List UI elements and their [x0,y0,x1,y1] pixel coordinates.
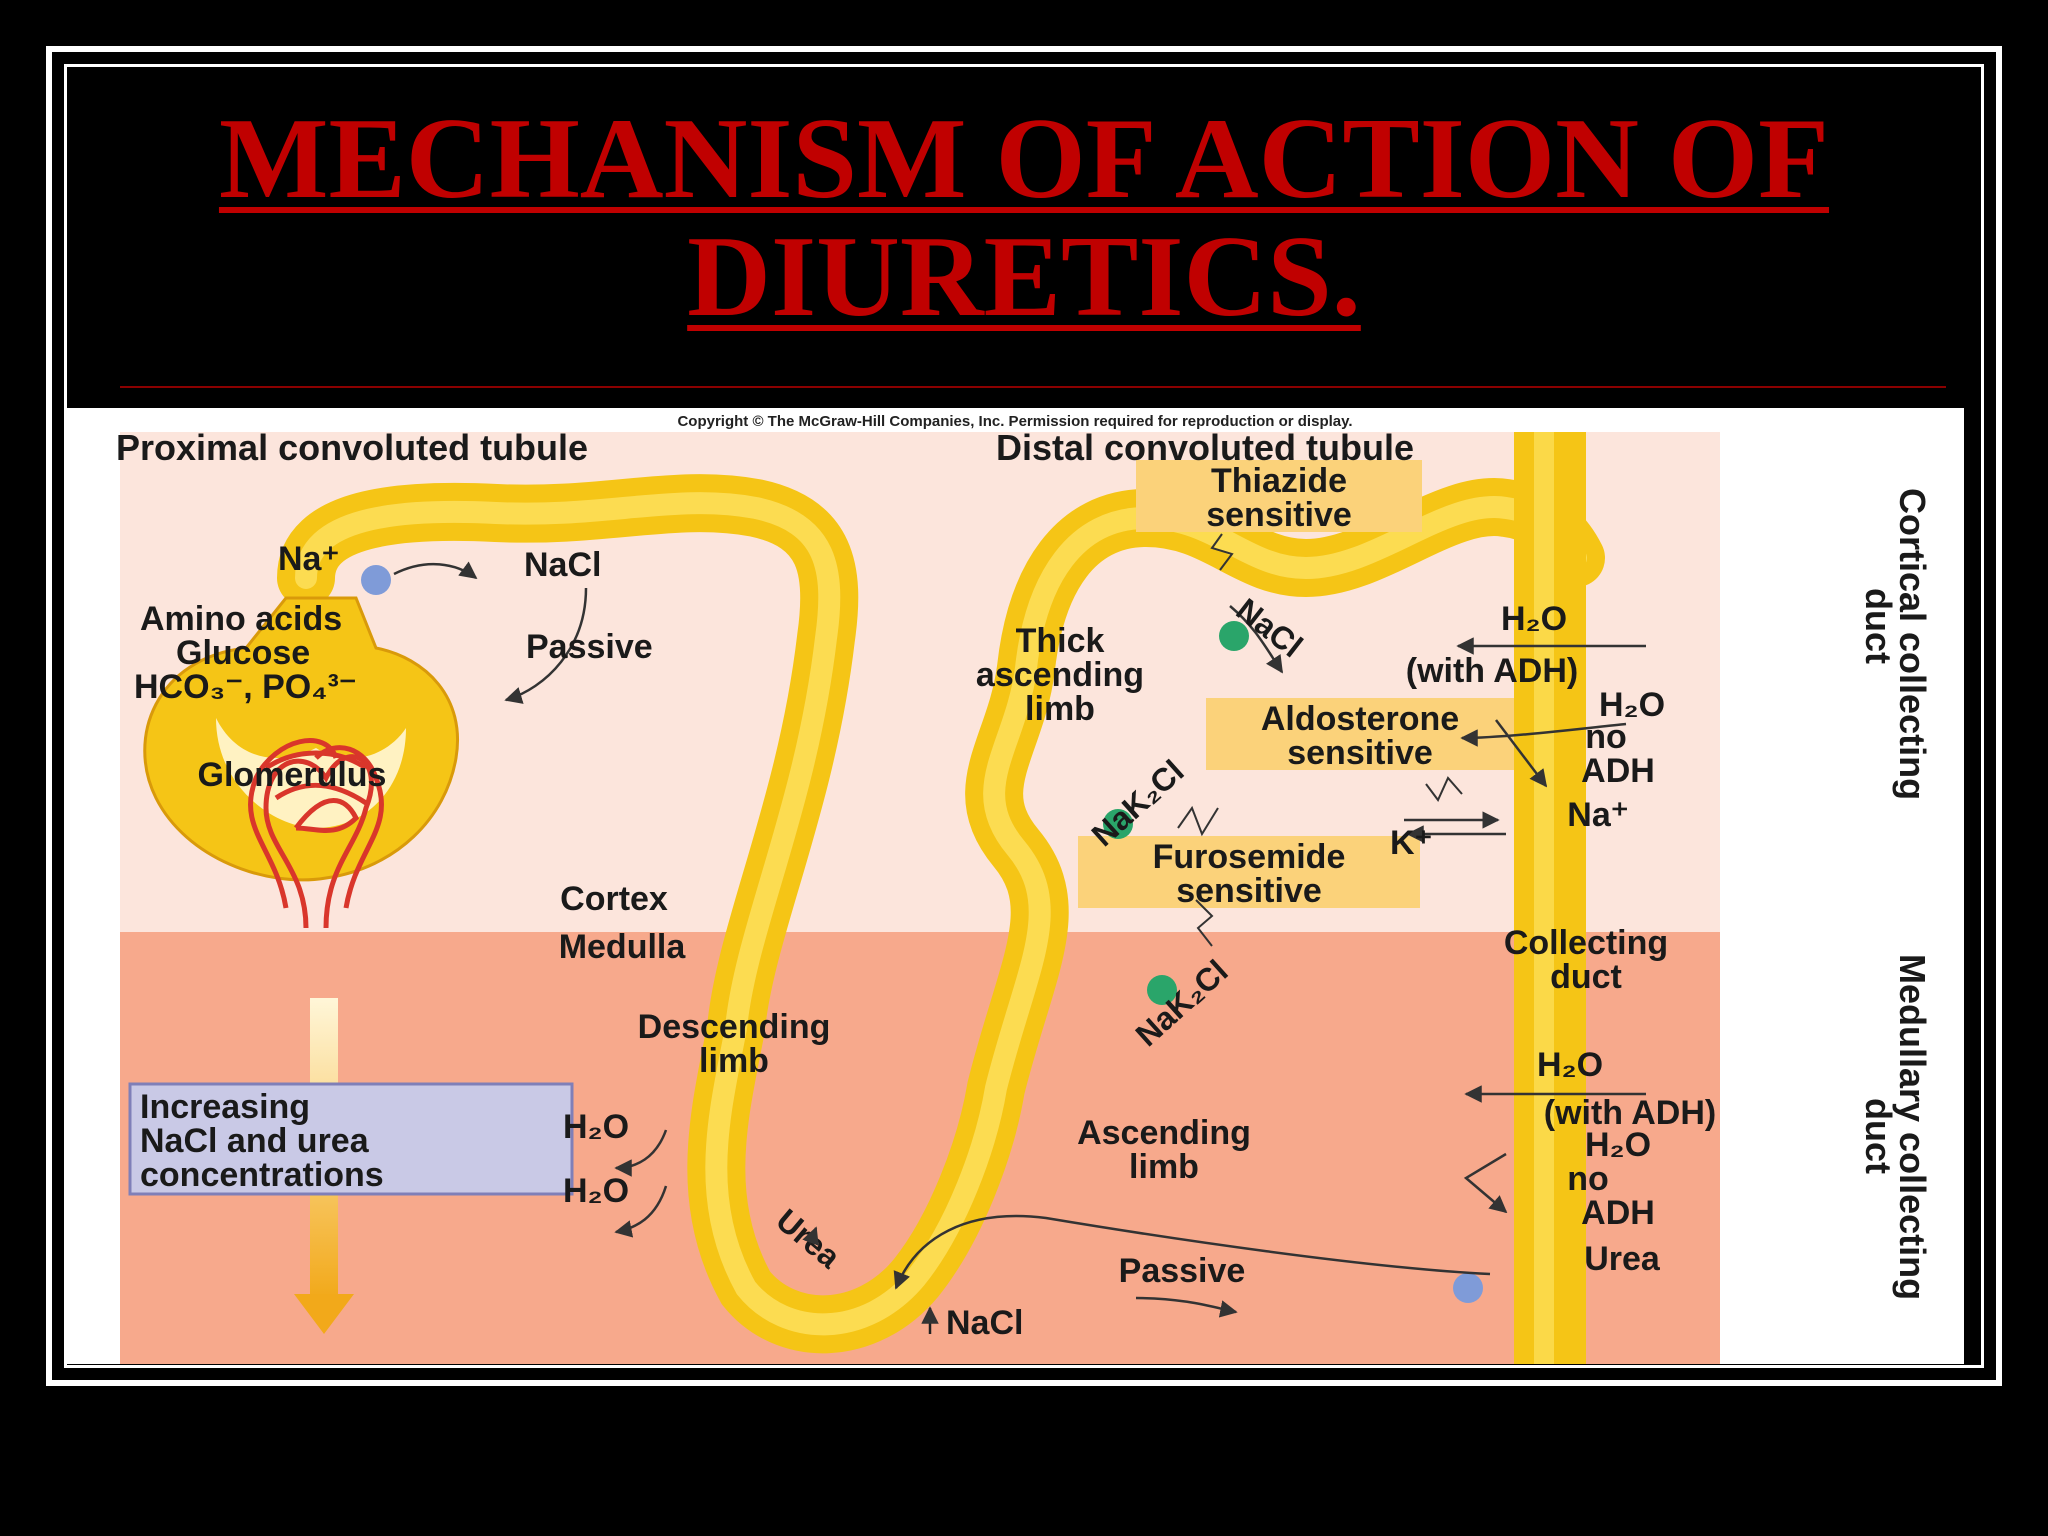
nephron-diagram: Copyright © The McGraw-Hill Companies, I… [116,413,1933,1364]
ion-nak2cl-2 [1147,975,1177,1005]
label-nacl-pct: NaCl [524,546,601,584]
label-medulla: Medulla [559,928,687,966]
ion-na-pct [361,565,391,595]
glomerulus-capsule [143,596,459,929]
label-with-adh-1: (with ADH) [1406,652,1578,690]
gradient-arrow-head [294,1294,354,1334]
label-passive-pct: Passive [526,628,653,666]
nephron-figure: Copyright © The McGraw-Hill Companies, I… [66,408,1964,1364]
label-urea-duct: Urea [1584,1240,1661,1278]
label-collecting-1: Collecting [1504,924,1668,962]
label-collecting-2: duct [1550,958,1622,996]
label-glomerulus: Glomerulus [198,756,387,794]
label-dct: Distal convoluted tubule [996,427,1414,468]
label-descending-1: Descending [638,1008,831,1046]
label-na-plus: Na⁺ [278,540,339,578]
title-line-1: MECHANISM OF ACTION OF [218,95,1830,223]
label-furo-2: sensitive [1176,872,1322,910]
label-h2o-desc-2: H₂O [563,1172,629,1210]
label-k-plus: K⁺ [1390,824,1433,862]
label-h2o-desc-1: H₂O [563,1108,629,1146]
label-nacl-bottom: NaCl [946,1304,1023,1342]
label-ascending-1: Ascending [1077,1114,1251,1152]
label-adh-2: ADH [1581,1194,1655,1232]
label-hco3-po4: HCO₃⁻, PO₄³⁻ [134,668,357,706]
label-pct: Proximal convoluted tubule [116,427,588,468]
bottom-small-arrows [802,1226,939,1334]
slide-frame-inner [64,64,1984,1368]
label-increasing-1: Increasing [140,1088,310,1126]
label-na-plus-2: Na⁺ [1567,796,1628,834]
slide-title: MECHANISM OF ACTION OF DIURETICS. [0,100,2048,336]
furosemide-box [1078,836,1420,908]
ion-nacl-dct [1219,621,1249,651]
label-with-adh-2: (with ADH) [1544,1094,1716,1132]
diagram-labels: Proximal convoluted tubule Distal convol… [116,427,1933,1342]
title-divider [120,386,1946,388]
label-increasing-2: NaCl and urea [140,1122,370,1160]
label-no-1: no [1585,718,1627,756]
nephron-tubule [277,432,1605,1364]
ion-nak2cl-1 [1103,809,1133,839]
label-h2o-2: H₂O [1599,686,1665,724]
increasing-box [128,1082,574,1196]
thiazide-box [1136,460,1422,532]
label-thiazide-1: Thiazide [1211,462,1347,500]
label-medullary-1: Medullary collecting [1892,954,1933,1300]
label-descending-2: limb [699,1042,769,1080]
label-thiazide-2: sensitive [1206,496,1352,534]
label-aldo-1: Aldosterone [1261,700,1459,738]
label-ascending-2: limb [1129,1148,1199,1186]
label-aldo-2: sensitive [1287,734,1433,772]
label-medullary-2: duct [1858,1098,1899,1174]
label-cortical-2: duct [1858,588,1899,664]
label-no-2: no [1567,1160,1609,1198]
label-amino-acids: Amino acids [140,600,342,638]
label-thick-3: limb [1025,690,1095,728]
label-furo-1: Furosemide [1153,838,1346,876]
label-adh-1: ADH [1581,752,1655,790]
label-increasing-3: concentrations [140,1156,384,1194]
label-passive-bottom: Passive [1119,1252,1246,1290]
transport-arrows [393,561,1646,1318]
title-line-2: DIURETICS. [687,213,1361,341]
label-h2o-4: H₂O [1585,1126,1651,1164]
label-cortical-1: Cortical collecting [1892,488,1933,800]
label-cortex: Cortex [560,880,668,918]
glomerulus-capillaries [248,738,384,929]
slide-frame-outer [46,46,2002,1386]
label-glucose: Glucose [176,634,310,672]
label-thick-1: Thick [1016,622,1105,660]
drug-block-symbols [1177,533,1463,947]
label-thick-2: ascending [976,656,1144,694]
ion-urea-duct [1453,1273,1483,1303]
label-h2o-3: H₂O [1537,1046,1603,1084]
label-h2o-1: H₂O [1501,600,1567,638]
copyright-text: Copyright © The McGraw-Hill Companies, I… [677,413,1352,430]
